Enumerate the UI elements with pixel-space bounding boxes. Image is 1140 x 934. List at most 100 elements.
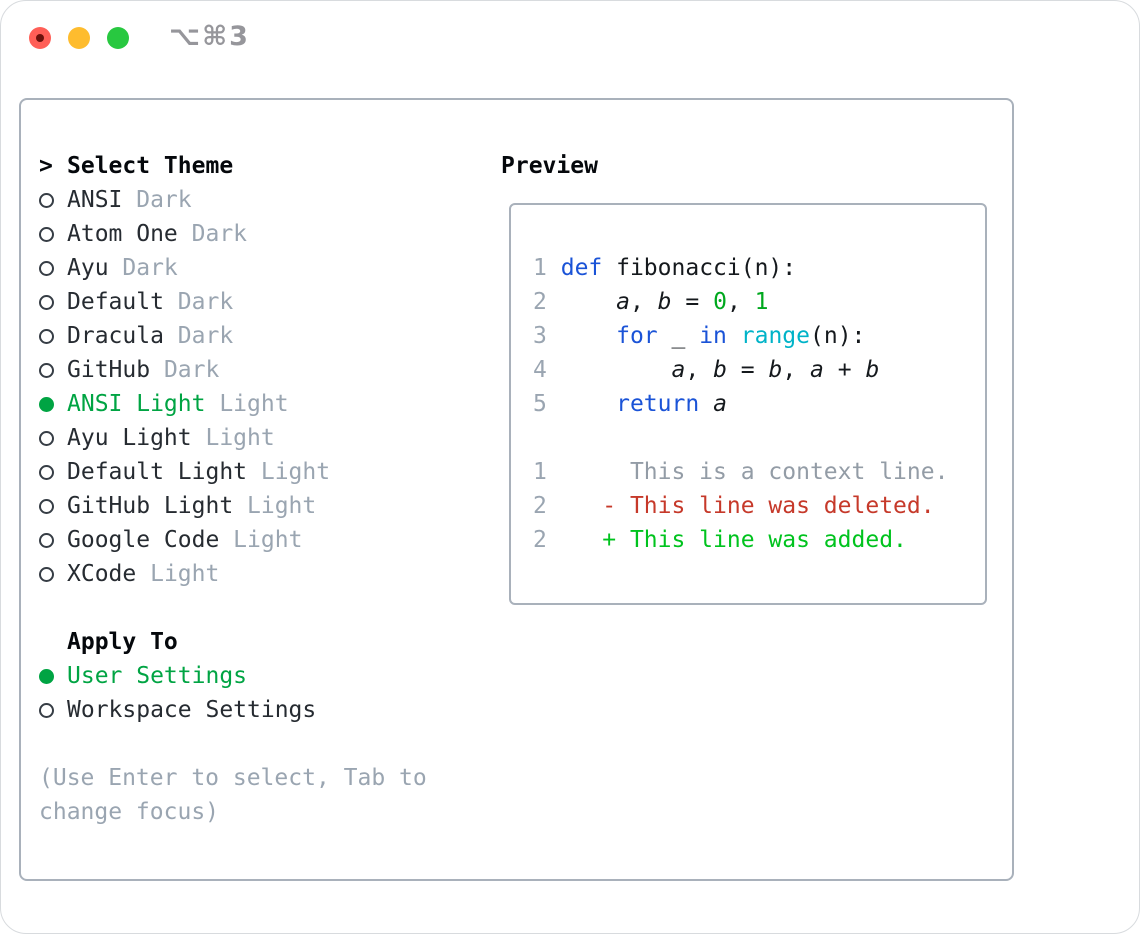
theme-name: ANSI Light <box>67 391 206 417</box>
theme-option-google-code[interactable]: Google Code Light <box>39 523 427 557</box>
window-title: ⌥⌘3 <box>169 21 250 52</box>
option-label: Ayu Light Light <box>67 425 275 451</box>
theme-name: Google Code <box>67 527 220 553</box>
theme-name: Default <box>67 289 164 315</box>
apply-name: User Settings <box>67 663 248 689</box>
theme-variant-label: Light <box>191 425 275 451</box>
radio-icon <box>39 702 67 718</box>
option-label: Atom One Dark <box>67 221 247 247</box>
radio-icon <box>39 328 67 344</box>
theme-name: Ayu <box>67 255 109 281</box>
apply-to-title: Apply To <box>67 629 178 655</box>
radio-icon <box>39 668 67 684</box>
theme-name: Default Light <box>67 459 248 485</box>
theme-name: ANSI <box>67 187 123 213</box>
theme-variant-label: Light <box>136 561 220 587</box>
theme-variant-label: Light <box>233 493 317 519</box>
option-label: Dracula Dark <box>67 323 233 349</box>
option-label: Default Light Light <box>67 459 330 485</box>
theme-option-default[interactable]: Default Dark <box>39 285 427 319</box>
option-label: Google Code Light <box>67 527 302 553</box>
theme-name: Dracula <box>67 323 164 349</box>
theme-variant-label: Dark <box>122 187 192 213</box>
theme-option-ansi[interactable]: ANSI Dark <box>39 183 427 217</box>
unsaved-indicator-dot <box>36 34 44 42</box>
theme-option-dracula[interactable]: Dracula Dark <box>39 319 427 353</box>
theme-option-ansi-light[interactable]: ANSI Light Light <box>39 387 427 421</box>
preview-title: Preview <box>501 153 598 179</box>
theme-variant-label: Dark <box>177 221 248 247</box>
radio-unselected-icon <box>39 566 54 582</box>
theme-option-xcode[interactable]: XCode Light <box>39 557 427 591</box>
theme-option-github[interactable]: GitHub Dark <box>39 353 427 387</box>
hint-line-1: (Use Enter to select, Tab to <box>39 765 427 791</box>
radio-unselected-icon <box>39 192 54 208</box>
apply-option-user-settings[interactable]: User Settings <box>39 659 427 693</box>
select-theme-title: Select Theme <box>67 153 234 179</box>
preview-header: Preview <box>501 149 598 183</box>
radio-selected-icon <box>39 668 54 684</box>
radio-unselected-icon <box>39 294 54 310</box>
apply-option-workspace-settings[interactable]: Workspace Settings <box>39 693 427 727</box>
radio-icon <box>39 532 67 548</box>
preview-code: 1 def fibonacci(n): 2 a, b = 0, 1 3 for … <box>533 255 949 553</box>
radio-unselected-icon <box>39 328 54 344</box>
titlebar: ⌥⌘3 <box>1 1 1139 81</box>
theme-variant-label: Dark <box>163 323 234 349</box>
option-label: GitHub Light Light <box>67 493 316 519</box>
preview-box: 1 def fibonacci(n): 2 a, b = 0, 1 3 for … <box>509 203 987 605</box>
theme-variant-label: Dark <box>150 357 220 383</box>
theme-variant-label: Light <box>219 527 303 553</box>
radio-unselected-icon <box>39 430 54 446</box>
option-label: GitHub Dark <box>67 357 219 383</box>
theme-option-default-light[interactable]: Default Light Light <box>39 455 427 489</box>
zoom-button[interactable] <box>107 27 129 49</box>
theme-name: GitHub Light <box>67 493 234 519</box>
radio-icon <box>39 192 67 208</box>
radio-icon <box>39 226 67 242</box>
option-label: User Settings <box>67 663 247 689</box>
apply-name: Workspace Settings <box>67 697 317 723</box>
radio-icon <box>39 566 67 582</box>
radio-icon <box>39 260 67 276</box>
option-label: XCode Light <box>67 561 219 587</box>
option-label: ANSI Dark <box>67 187 192 213</box>
spacer-row <box>39 727 427 761</box>
theme-name: Atom One <box>67 221 178 247</box>
theme-variant-label: Dark <box>163 289 234 315</box>
radio-unselected-icon <box>39 532 54 548</box>
radio-unselected-icon <box>39 464 54 480</box>
theme-name: GitHub <box>67 357 151 383</box>
apply-to-header: Apply To <box>39 625 427 659</box>
theme-option-ayu[interactable]: Ayu Dark <box>39 251 427 285</box>
theme-variant-label: Light <box>247 459 331 485</box>
theme-option-github-light[interactable]: GitHub Light Light <box>39 489 427 523</box>
close-button[interactable] <box>29 27 51 49</box>
theme-name: XCode <box>67 561 137 587</box>
radio-icon <box>39 464 67 480</box>
radio-unselected-icon <box>39 498 54 514</box>
radio-selected-icon <box>39 396 54 412</box>
theme-variant-label: Light <box>205 391 289 417</box>
radio-icon <box>39 294 67 310</box>
radio-unselected-icon <box>39 226 54 242</box>
spacer-row <box>39 591 427 625</box>
radio-unselected-icon <box>39 260 54 276</box>
radio-icon <box>39 498 67 514</box>
radio-icon <box>39 430 67 446</box>
option-label: Default Dark <box>67 289 233 315</box>
radio-unselected-icon <box>39 702 54 718</box>
theme-option-atom-one[interactable]: Atom One Dark <box>39 217 427 251</box>
minimize-button[interactable] <box>68 27 90 49</box>
theme-option-ayu-light[interactable]: Ayu Light Light <box>39 421 427 455</box>
preview-panel: Preview <box>501 149 598 183</box>
prompt-caret-icon: > <box>39 153 53 179</box>
radio-icon <box>39 362 67 378</box>
option-label: Workspace Settings <box>67 697 316 723</box>
option-label: ANSI Light Light <box>67 391 289 417</box>
